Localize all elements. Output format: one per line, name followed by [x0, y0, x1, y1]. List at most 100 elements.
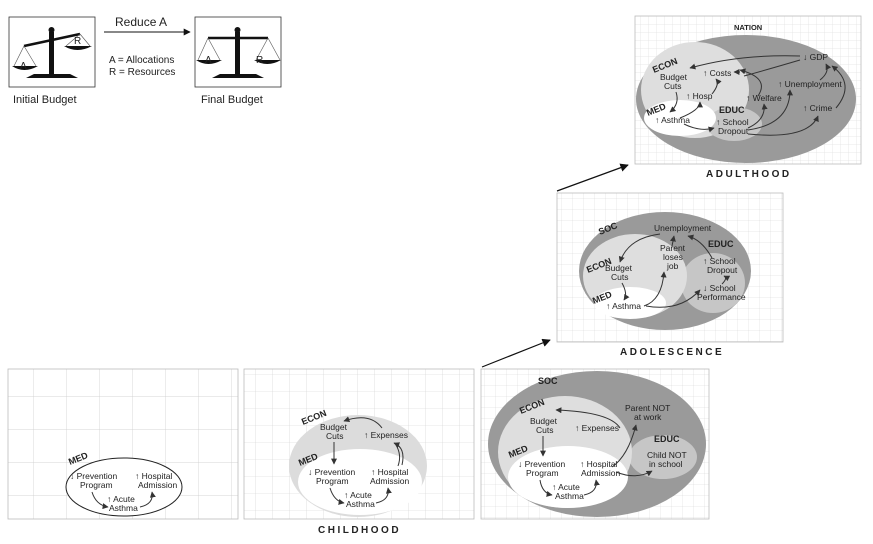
educ-ellipse: [629, 435, 697, 479]
dropout-line2: Dropout: [707, 265, 738, 275]
prevention-line1: ↓ Prevention: [308, 467, 356, 477]
prevention-line2: Program: [526, 468, 559, 478]
welfare-label: ↑ Welfare: [746, 93, 782, 103]
arrow-hospital-parent: [611, 424, 638, 468]
panel-adolescence: SOC ECON MED EDUC Unemployment Parent lo…: [556, 192, 784, 358]
child-line2: in school: [649, 459, 683, 469]
allocations-definition: A = Allocations: [109, 55, 174, 66]
hospital-line1: ↑ Hospital: [135, 471, 172, 481]
arrow-dropout-crime: [747, 115, 819, 136]
hospital-line2: Admission: [581, 468, 620, 478]
med-ellipse: [508, 446, 628, 508]
adulthood-stage-label: ADULTHOOD: [706, 169, 792, 180]
progress-arrow-childhood-adolescence: [481, 338, 551, 368]
arrow-gdp-costs: [743, 59, 801, 77]
final-pan-r: R: [256, 55, 263, 66]
unemployment-label: ↑ Unemployment: [778, 79, 842, 89]
med-ellipse: [594, 287, 666, 319]
budget-line1: Budget: [605, 263, 633, 273]
panel-childhood-med: MED ↓ Prevention Program ↑ Hospital Admi…: [7, 368, 239, 520]
asthma-line1: ↑ Acute: [344, 490, 372, 500]
arrow-unemployment-gdp: [819, 63, 832, 81]
budget-line2: Cuts: [611, 272, 628, 282]
initial-pan-r: R: [74, 36, 81, 47]
resources-definition: R = Resources: [109, 67, 175, 78]
asthma-line1: ↑ Acute: [552, 482, 580, 492]
reduce-label: Reduce A: [115, 15, 167, 29]
parent-line3: job: [666, 261, 679, 271]
arrow-asthma-parent: [643, 271, 667, 307]
dropout-line1: ↑ School: [716, 117, 749, 127]
educ-label: EDUC: [654, 434, 680, 444]
budget-line1: Budget: [660, 72, 688, 82]
arrow-budget-asthma: [669, 91, 678, 113]
arrow-welfare-costs: [739, 68, 762, 97]
asthma-label: ↑ Asthma: [606, 301, 641, 311]
arrow-unemployment-budget: [618, 233, 661, 263]
educ-ellipse: [706, 107, 762, 141]
asthma-line2: Asthma: [346, 499, 375, 509]
hosp-label: ↑ Hosp: [686, 91, 713, 101]
arrow-admission-expenses: [393, 442, 404, 466]
prevention-line1: ↓ Prevention: [518, 459, 566, 469]
dropout-line2: Dropout: [718, 126, 749, 136]
panel-childhood-econ: ECON MED Budget Cuts ↑ Expenses ↓ Preven…: [243, 368, 475, 536]
arrow-asthma-hospital: [583, 479, 600, 496]
arrow-dropout-welfare: [747, 103, 768, 129]
unemployment-label: Unemployment: [654, 223, 712, 233]
performance-line2: Performance: [697, 292, 746, 302]
dropout-line1: ↑ School: [703, 256, 736, 266]
parent-line1: Parent: [660, 243, 686, 253]
arrow-asthma-hosp: [679, 101, 703, 119]
arrow-gdp-budget: [689, 55, 801, 70]
costs-label: ↑ Costs: [703, 68, 731, 78]
expenses-label: ↑ Expenses: [364, 430, 408, 440]
arrow-asthma-hospital: [375, 487, 392, 504]
initial-pan-a: A: [20, 61, 27, 72]
final-pan-a: A: [205, 55, 212, 66]
panel-adulthood: NATION ECON MED EDUC ↓ GDP ↑ Costs Budge…: [634, 15, 862, 180]
childhood-stage-label: CHILDHOOD: [318, 525, 401, 536]
crime-label: ↑ Crime: [803, 103, 833, 113]
asthma-line2: Asthma: [109, 503, 138, 513]
gdp-label: ↓ GDP: [803, 52, 828, 62]
parent-line2: loses: [663, 252, 683, 262]
arrow-hosp-costs: [711, 78, 722, 95]
med-ellipse: [298, 449, 422, 515]
parent-line2: at work: [634, 412, 662, 422]
med-ellipse: [65, 457, 183, 517]
arrow-dropout-unemployment: [687, 234, 713, 259]
budget-line1: Budget: [530, 416, 558, 426]
arrow-asthma-hospital: [139, 491, 156, 508]
budget-line2: Cuts: [326, 431, 343, 441]
arrow-prevention-asthma: [91, 491, 109, 510]
prevention-line1: ↓ Prevention: [70, 471, 118, 481]
hospital-line2: Admission: [370, 476, 409, 486]
nation-label: NATION: [734, 23, 762, 32]
arrow-expenses-budget: [555, 407, 621, 429]
child-line1: Child NOT: [647, 450, 687, 460]
arrow-parent-unemployment: [669, 235, 676, 247]
arrow-prevention-asthma: [329, 487, 345, 505]
educ-label: EDUC: [708, 239, 734, 249]
hospital-line1: ↑ Hospital: [371, 467, 408, 477]
initial-scale-icon: [12, 27, 92, 78]
arrow-prevention-asthma: [539, 479, 553, 497]
parent-line1: Parent NOT: [625, 403, 670, 413]
educ-ellipse: [681, 253, 745, 313]
asthma-label: ↑ Asthma: [655, 115, 690, 125]
budget-line2: Cuts: [664, 81, 681, 91]
budget-line2: Cuts: [536, 425, 553, 435]
arrow-performance-dropout: [721, 275, 731, 285]
soc-label: SOC: [538, 376, 558, 386]
arrow-hospital-child: [615, 470, 653, 477]
prevention-line2: Program: [316, 476, 349, 486]
budget-legend: A R Initial Budget Reduce A A = Allocati…: [8, 15, 282, 106]
adolescence-stage-label: ADOLESCENCE: [620, 347, 724, 358]
budget-line1: Budget: [320, 422, 348, 432]
performance-line1: ↓ School: [703, 283, 736, 293]
final-budget-label: Final Budget: [201, 94, 263, 106]
final-scale-icon: [196, 27, 281, 78]
initial-budget-label: Initial Budget: [13, 94, 77, 106]
